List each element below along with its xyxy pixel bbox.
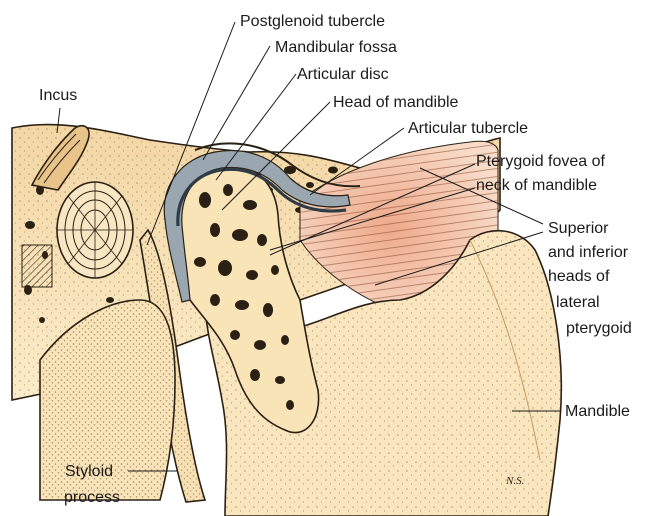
label-incus: Incus [39, 87, 77, 104]
label-mandible: Mandible [565, 403, 630, 420]
label-head-of-mandible: Head of mandible [333, 94, 459, 111]
label-lateral-pterygoid-4: lateral [556, 294, 600, 311]
label-postglenoid-tubercle: Postglenoid tubercle [240, 13, 385, 30]
label-lateral-pterygoid-1: Superior [548, 220, 609, 237]
label-lateral-pterygoid-2: and inferior [548, 244, 629, 261]
label-pterygoid-fovea-2: neck of mandible [476, 177, 597, 194]
label-styloid-process-2: process [64, 489, 120, 506]
artist-signature: N.S. [505, 475, 524, 487]
label-styloid-process-1: Styloid [65, 463, 113, 480]
label-mandibular-fossa: Mandibular fossa [275, 39, 397, 56]
label-lateral-pterygoid-3: heads of [548, 268, 610, 285]
label-lateral-pterygoid-5: pterygoid [566, 320, 632, 337]
label-articular-tubercle: Articular tubercle [408, 120, 528, 137]
label-pterygoid-fovea-1: Pterygoid fovea of [476, 153, 606, 170]
label-articular-disc: Articular disc [297, 66, 389, 83]
